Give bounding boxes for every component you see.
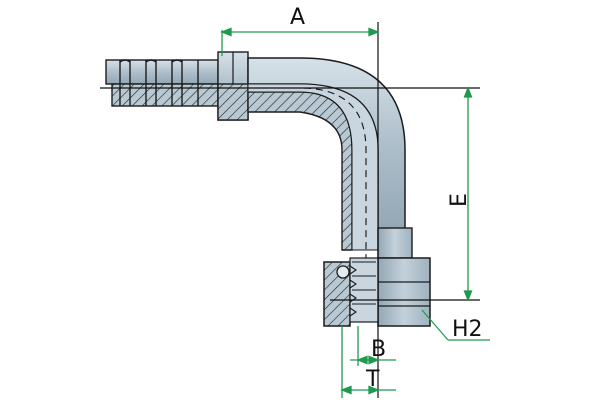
dimension-label-e: E [447,193,472,207]
dimension-label-t: T [365,367,380,392]
barb-ridges [119,59,199,106]
dimension-label-h2: H2 [452,317,483,342]
dimension-label-a: A [290,5,305,30]
hose-tail [105,51,249,121]
swivel-nut [323,227,431,327]
centerlines [100,22,480,398]
elbow-body [100,57,406,300]
dimension-lines [220,27,490,398]
dimension-label-b: B [371,337,386,362]
